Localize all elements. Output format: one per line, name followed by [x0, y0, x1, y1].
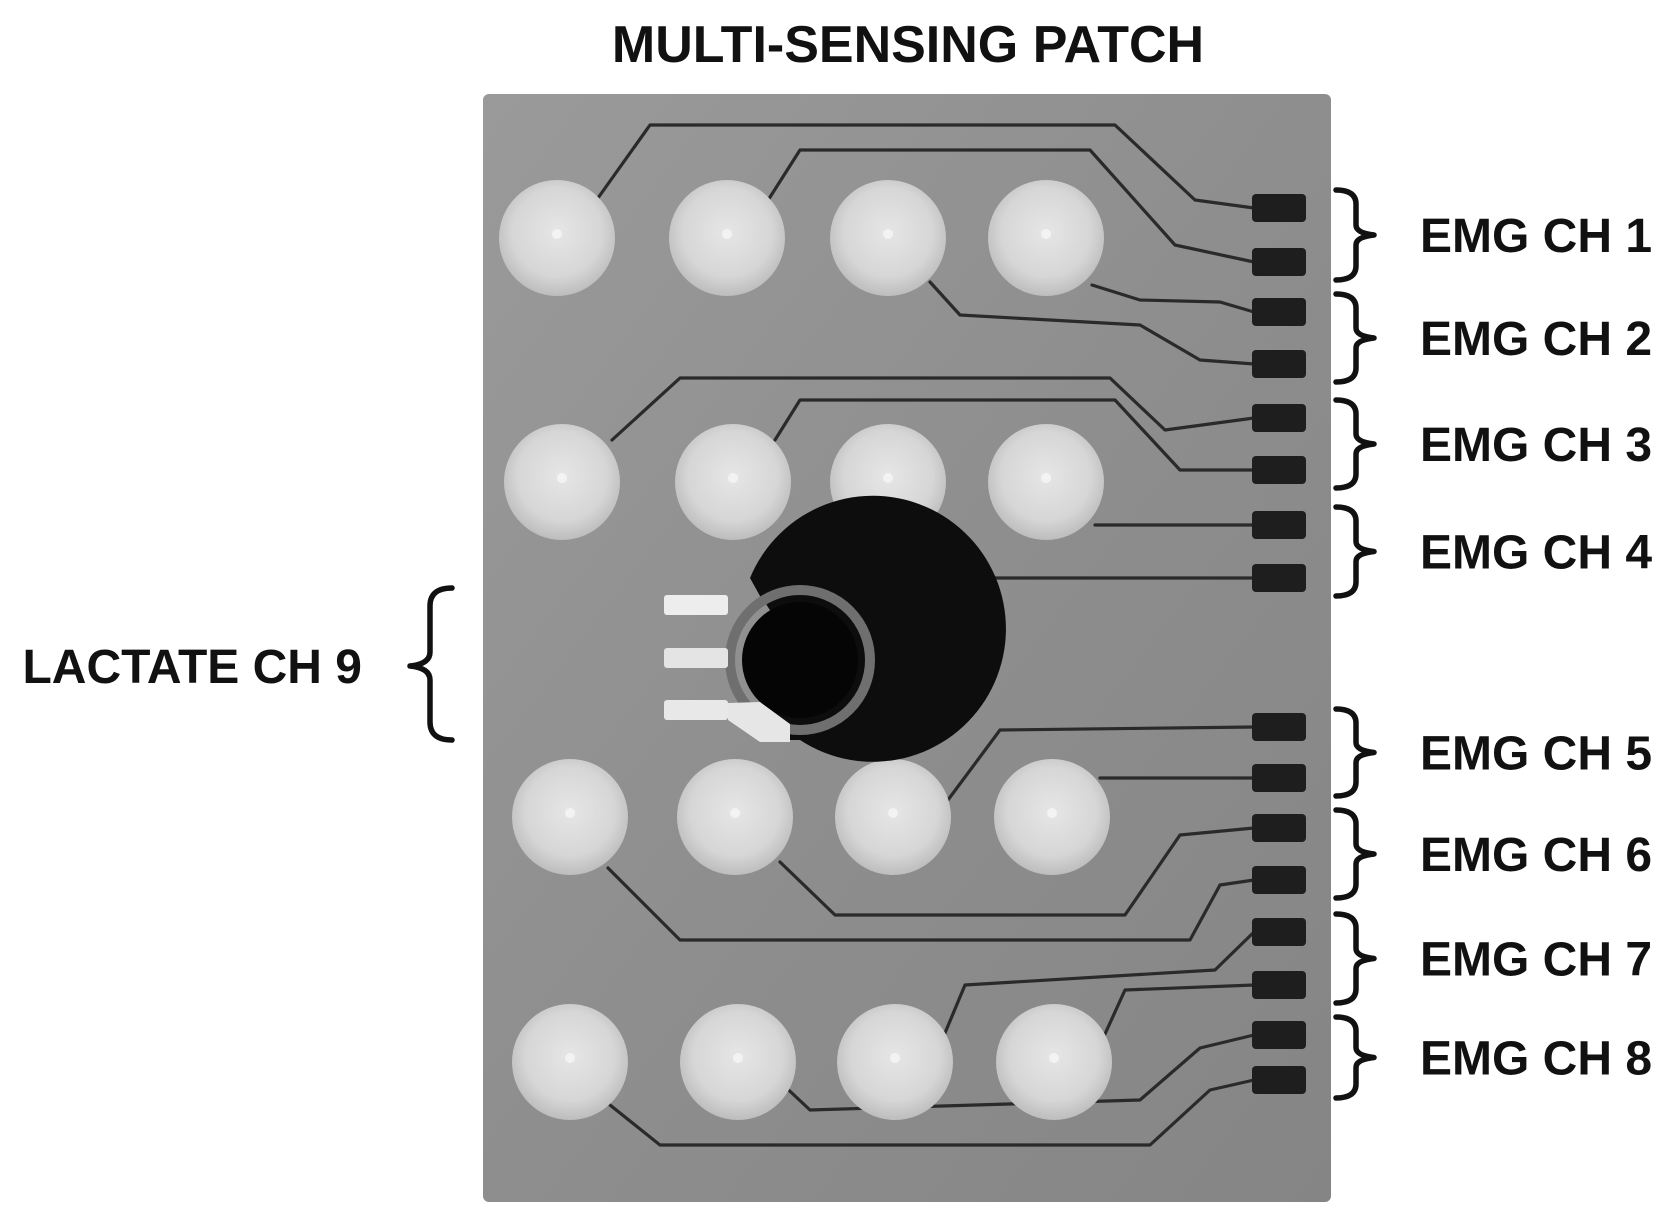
electrode-center-dot [728, 473, 738, 483]
emg-ch3-label: EMG CH 3 [1420, 419, 1652, 472]
connector-pad-3 [1252, 298, 1306, 326]
connector-pad-7 [1252, 511, 1306, 539]
emg-ch4-label: EMG CH 4 [1420, 527, 1652, 580]
connector-pad-5 [1252, 404, 1306, 432]
connector-pad-2 [1252, 248, 1306, 276]
emg-ch2-bracket [1333, 291, 1377, 385]
electrode-center-dot [1041, 229, 1051, 239]
connector-pad-1 [1252, 194, 1306, 222]
emg-ch6-label: EMG CH 6 [1420, 829, 1652, 882]
lactate-bracket [407, 585, 455, 743]
electrode-center-dot [888, 808, 898, 818]
connector-pad-12 [1252, 866, 1306, 894]
electrode-center-dot [1049, 1053, 1059, 1063]
electrode-center-dot [565, 1053, 575, 1063]
emg-ch4-bracket [1333, 504, 1377, 599]
electrode-center-dot [730, 808, 740, 818]
connector-pad-14 [1252, 971, 1306, 999]
electrode-center-dot [722, 229, 732, 239]
lactate-contact-1 [664, 595, 728, 615]
connector-pad-11 [1252, 814, 1306, 842]
emg-ch8-bracket [1333, 1014, 1377, 1101]
emg-ch5-bracket [1333, 706, 1377, 799]
lactate-contact-2 [664, 648, 728, 668]
emg-ch2-label: EMG CH 2 [1420, 313, 1652, 366]
figure-title: MULTI-SENSING PATCH [612, 16, 1204, 74]
electrode-center-dot [557, 473, 567, 483]
electrode-center-dot [1041, 473, 1051, 483]
lactate-working-electrode [742, 602, 858, 718]
emg-ch7-bracket [1333, 911, 1377, 1006]
emg-ch8-label: EMG CH 8 [1420, 1033, 1652, 1086]
connector-pad-10 [1252, 764, 1306, 792]
emg-ch1-bracket [1333, 187, 1377, 283]
electrode-center-dot [883, 473, 893, 483]
electrode-center-dot [565, 808, 575, 818]
conductive-traces [596, 123, 1256, 1147]
lactate-reference-ring [725, 585, 875, 735]
electrode-center-dot [733, 1053, 743, 1063]
connector-pad-9 [1252, 713, 1306, 741]
connector-pad-6 [1252, 456, 1306, 484]
lactate-bracket-group: LACTATE CH 9 [22, 585, 455, 743]
electrode-center-dot [883, 229, 893, 239]
emg-ch3-bracket [1333, 397, 1377, 491]
emg-ch7-label: EMG CH 7 [1420, 934, 1652, 987]
lactate-contact-3 [664, 700, 728, 720]
electrode-center-dot [1047, 808, 1057, 818]
electrode-center-dot [552, 229, 562, 239]
electrode-center-dot [890, 1053, 900, 1063]
lactate-sensor [664, 495, 1006, 762]
connector-pad-4 [1252, 350, 1306, 378]
connector-pad-8 [1252, 564, 1306, 592]
connector-pad-16 [1252, 1066, 1306, 1094]
emg-ch1-label: EMG CH 1 [1420, 210, 1652, 263]
connector-pad-15 [1252, 1021, 1306, 1049]
emg-ch6-bracket [1333, 807, 1377, 901]
channel-labels: EMG CH 1 EMG CH 2 EMG CH 3 EMG CH 4 EMG CH 5… [1333, 187, 1652, 1101]
lactate-contact-trace [728, 702, 790, 742]
lactate-channel-label: LACTATE CH 9 [22, 641, 362, 694]
connector-pads [1252, 194, 1306, 1094]
emg-ch5-label: EMG CH 5 [1420, 728, 1652, 781]
connector-pad-13 [1252, 918, 1306, 946]
